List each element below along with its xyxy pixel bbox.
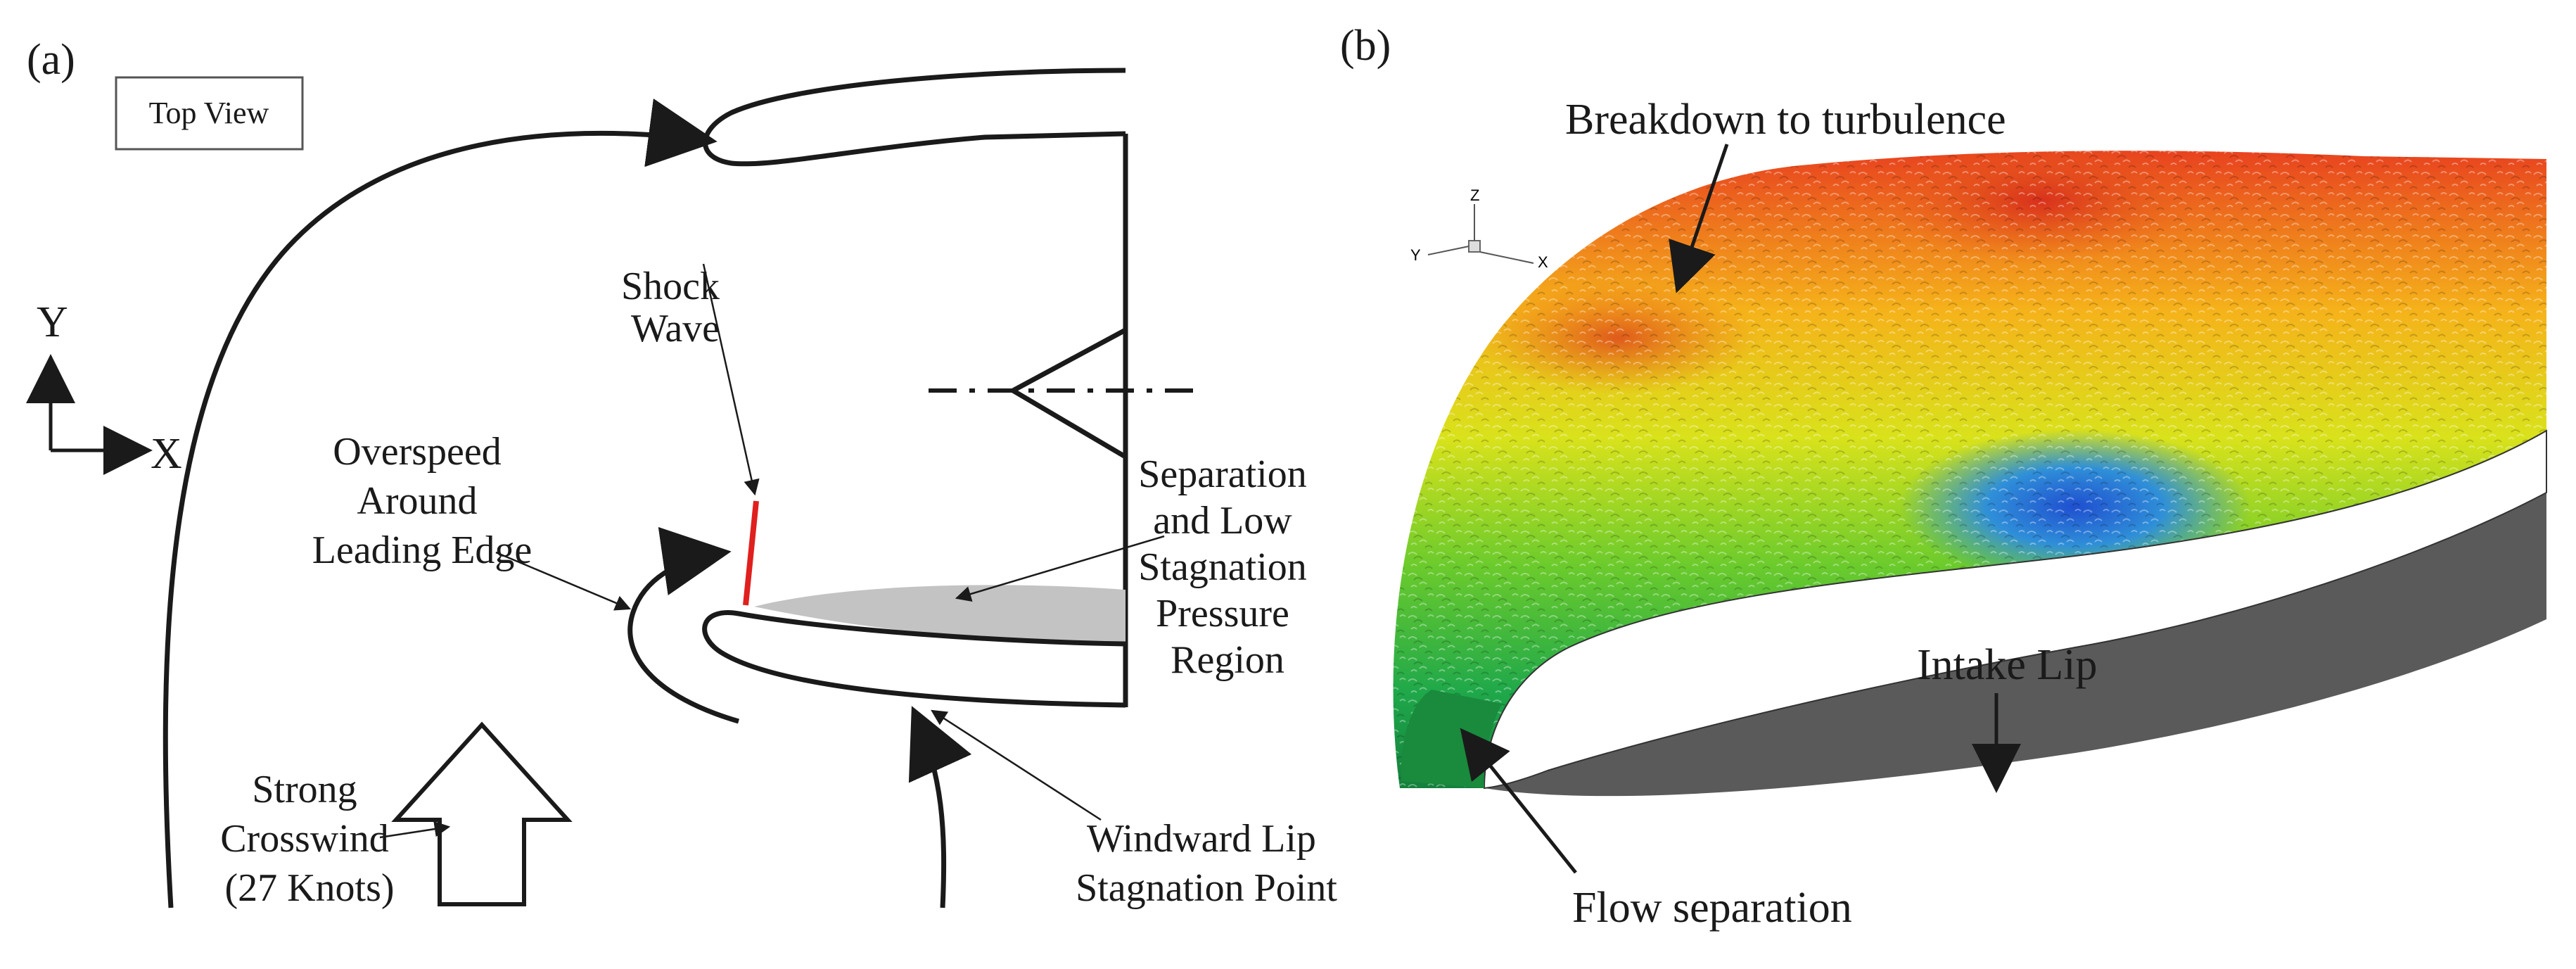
crosswind-label: Strong Crosswind (27 Knots) (220, 768, 399, 910)
top-view-box (115, 76, 304, 151)
flow-separation-label: Flow separation (1572, 884, 1852, 932)
svg-text:Z: Z (1470, 186, 1479, 204)
breakdown-label: Breakdown to turbulence (1565, 96, 2006, 144)
breakdown-arrow (1669, 144, 1729, 293)
flow-separation-arrow (1460, 728, 1577, 874)
axis-y-label: Y (37, 298, 68, 346)
upper-nacelle-lip (703, 68, 1126, 167)
overspeed-leader (495, 551, 632, 611)
shock-wave-label: Shock Wave (621, 265, 729, 350)
svg-text:X: X (1538, 253, 1548, 271)
windward-arrow (908, 706, 972, 908)
axis-triad: Z Y X (1410, 186, 1548, 271)
center-body-cone (1007, 328, 1126, 459)
axis-x-label: X (151, 430, 182, 478)
axis-indicator: Y X (25, 298, 182, 478)
windward-label: Windward Lip Stagnation Point (1076, 817, 1337, 910)
top-view-label: Top View (149, 96, 269, 130)
panel-a-tag: (a) (27, 36, 75, 84)
shock-wave-line (743, 500, 759, 606)
shock-leader (702, 263, 760, 496)
overspeed-label: Overspeed Around Leading Edge (312, 430, 533, 572)
crosswind-arrow-icon (391, 721, 573, 906)
intake-lip-label: Intake Lip (1917, 641, 2098, 689)
intake-lip-face (1483, 429, 2547, 790)
separation-leader (955, 535, 1165, 602)
crosswind-leader (379, 821, 451, 839)
outer-streamline (162, 99, 718, 908)
windward-leader (931, 709, 1102, 821)
separation-region (754, 585, 1126, 644)
svg-text:Y: Y (1410, 246, 1421, 264)
overspeed-arrow (627, 526, 739, 724)
lower-nacelle-lip (702, 610, 1126, 708)
separation-label: Separation and Low Stagnation Pressure R… (1138, 452, 1317, 682)
panel-b-tag: (b) (1340, 22, 1391, 70)
